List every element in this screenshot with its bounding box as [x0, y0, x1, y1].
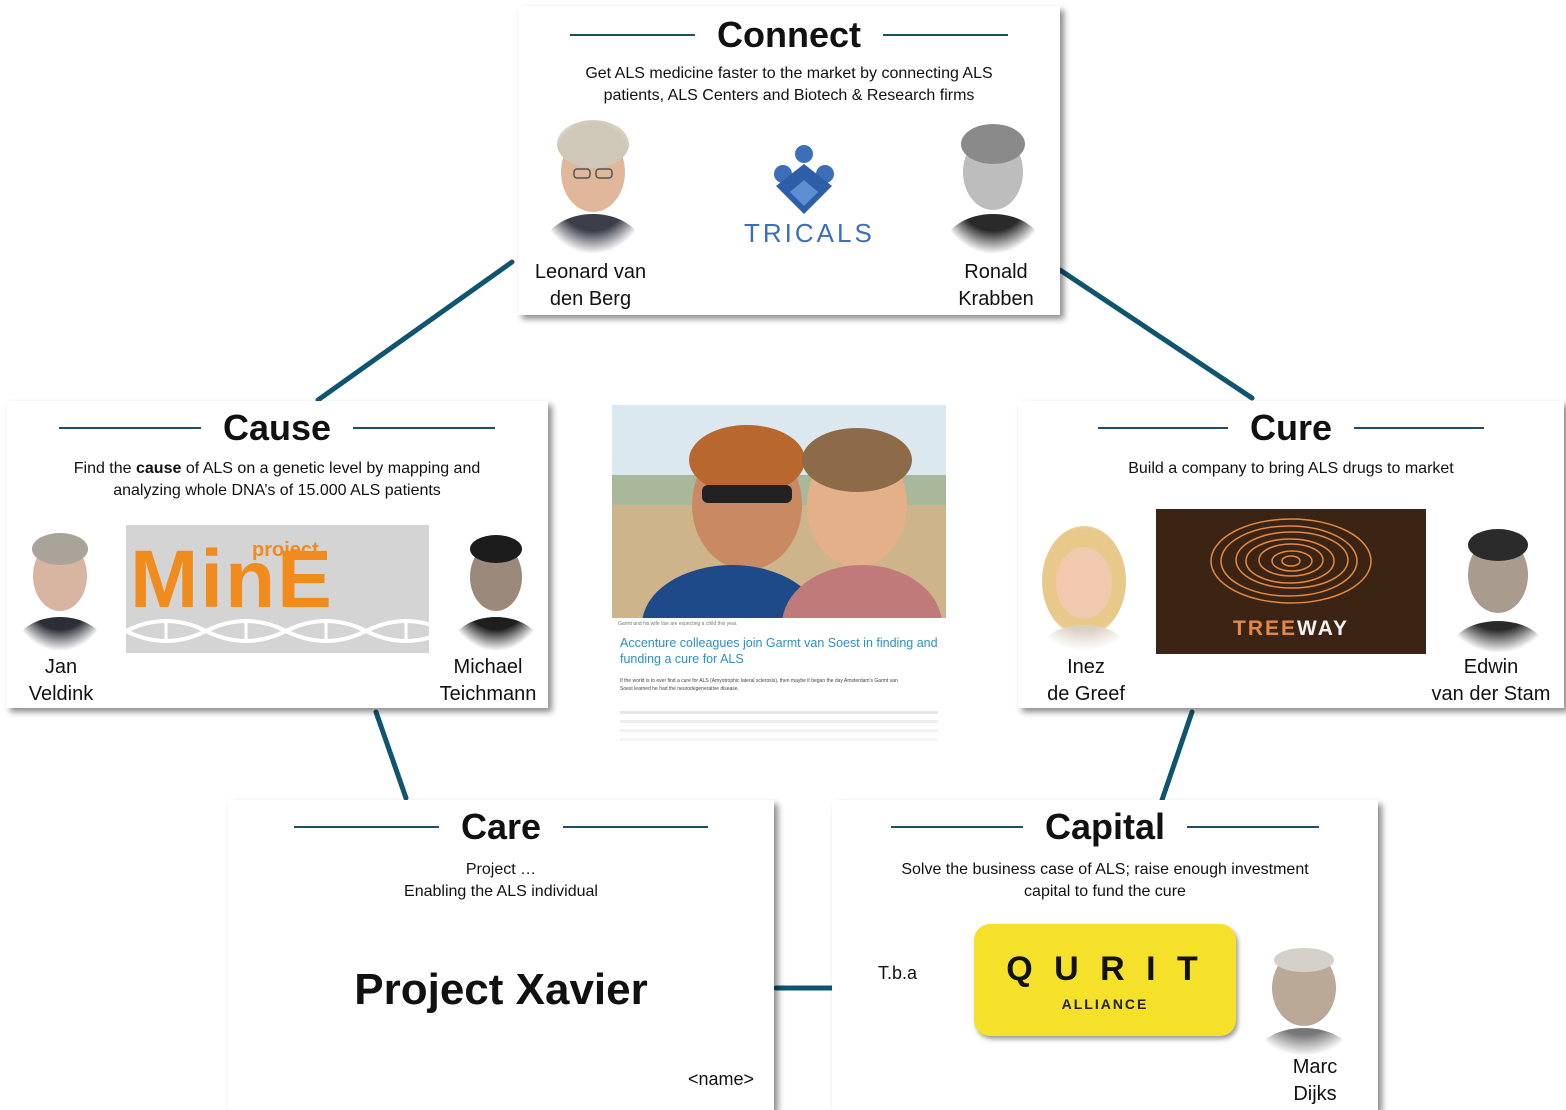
- tricals-logo: TRICALS: [744, 144, 875, 249]
- michael-name: Michael Teichmann: [439, 656, 537, 705]
- marc-photo: [1244, 926, 1364, 1056]
- capital-description: Solve the business case of ALS; raise en…: [901, 861, 1309, 900]
- header-rule: [293, 826, 439, 828]
- connector-connect-cause: [315, 259, 515, 403]
- care-description: Project … Enabling the ALS individual: [404, 861, 598, 900]
- inez-name: Inez de Greef: [1047, 656, 1125, 705]
- mine-wordmark: MinE: [130, 534, 334, 625]
- connect-title: Connect: [717, 14, 861, 55]
- cure-header: Cure: [1018, 407, 1564, 449]
- connector-connect-cure: [1057, 267, 1255, 401]
- ronald-name: Ronald Krabben: [958, 261, 1034, 310]
- jan-name: Jan Veldink: [28, 656, 94, 705]
- cure-title: Cure: [1249, 407, 1333, 448]
- header-rule: [58, 427, 201, 429]
- project-mine-logo: project MinE: [126, 525, 429, 653]
- qurit-alliance-logo: Q U R I T ALLIANCE: [974, 924, 1236, 1036]
- qurit-wordmark: Q U R I T: [1006, 950, 1204, 988]
- header-rule: [1187, 826, 1320, 828]
- news-article: Garmt and his wife Ilse are expecting a …: [612, 405, 946, 775]
- header-rule: [570, 34, 695, 36]
- header-rule: [563, 826, 709, 828]
- cause-header: Cause: [6, 407, 548, 449]
- connector-cause-care: [373, 709, 409, 801]
- header-rule: [1354, 427, 1485, 429]
- dna-strand: [126, 619, 429, 643]
- header-rule: [890, 826, 1023, 828]
- edwin-name: Edwin van der Stam: [1431, 656, 1551, 705]
- connect-card: Connect Get ALS medicine faster to the m…: [518, 6, 1060, 315]
- michael-photo: [446, 521, 546, 651]
- ronald-photo: [938, 114, 1048, 254]
- care-card: Care Project … Enabling the ALS individu…: [228, 800, 774, 1110]
- cause-description: Find the cause of ALS on a genetic level…: [73, 460, 481, 499]
- connector-cure-capital: [1159, 709, 1195, 803]
- care-title: Care: [460, 806, 542, 847]
- name-placeholder: <name>: [687, 1069, 754, 1089]
- qurit-alliance-label: ALLIANCE: [1061, 996, 1149, 1012]
- mine-project-label: project: [252, 539, 319, 561]
- cure-description: Build a company to bring ALS drugs to ma…: [1128, 460, 1454, 477]
- treeway-logo: TREEWAY: [1156, 509, 1426, 654]
- marc-name: Marc Dijks: [1292, 1056, 1338, 1105]
- inez-photo: [1024, 521, 1144, 651]
- connect-description: Get ALS medicine faster to the market by…: [585, 65, 993, 104]
- treeway-wordmark: TREEWAY: [1233, 617, 1349, 640]
- cure-card: Cure Build a company to bring ALS drugs …: [1018, 401, 1564, 708]
- tricals-wordmark: TRICALS: [744, 218, 875, 248]
- article-fade: [612, 705, 946, 775]
- article-caption: Garmt and his wife Ilse are expecting a …: [618, 621, 738, 627]
- capital-header: Capital: [832, 806, 1378, 848]
- leonard-photo: [538, 114, 648, 254]
- edwin-photo: [1438, 513, 1558, 653]
- jan-photo: [10, 521, 110, 651]
- capital-title: Capital: [1044, 806, 1166, 847]
- project-xavier-heading: Project Xavier: [354, 965, 648, 1014]
- tba-label: T.b.a: [878, 963, 918, 983]
- cause-title: Cause: [222, 407, 332, 448]
- capital-card: Capital Solve the business case of ALS; …: [832, 800, 1378, 1110]
- care-header: Care: [228, 806, 774, 848]
- leonard-name: Leonard van den Berg: [534, 261, 647, 310]
- treeway-rings: [1210, 518, 1372, 604]
- cause-card: Cause Find the cause of ALS on a genetic…: [6, 401, 548, 708]
- article-headline: Accenture colleagues join Garmt van Soes…: [620, 636, 938, 666]
- header-rule: [353, 427, 496, 429]
- article-photo: [612, 405, 946, 618]
- connect-header: Connect: [518, 14, 1060, 56]
- article-body: If the world is to ever find a cure for …: [620, 678, 898, 692]
- header-rule: [883, 34, 1008, 36]
- header-rule: [1097, 427, 1228, 429]
